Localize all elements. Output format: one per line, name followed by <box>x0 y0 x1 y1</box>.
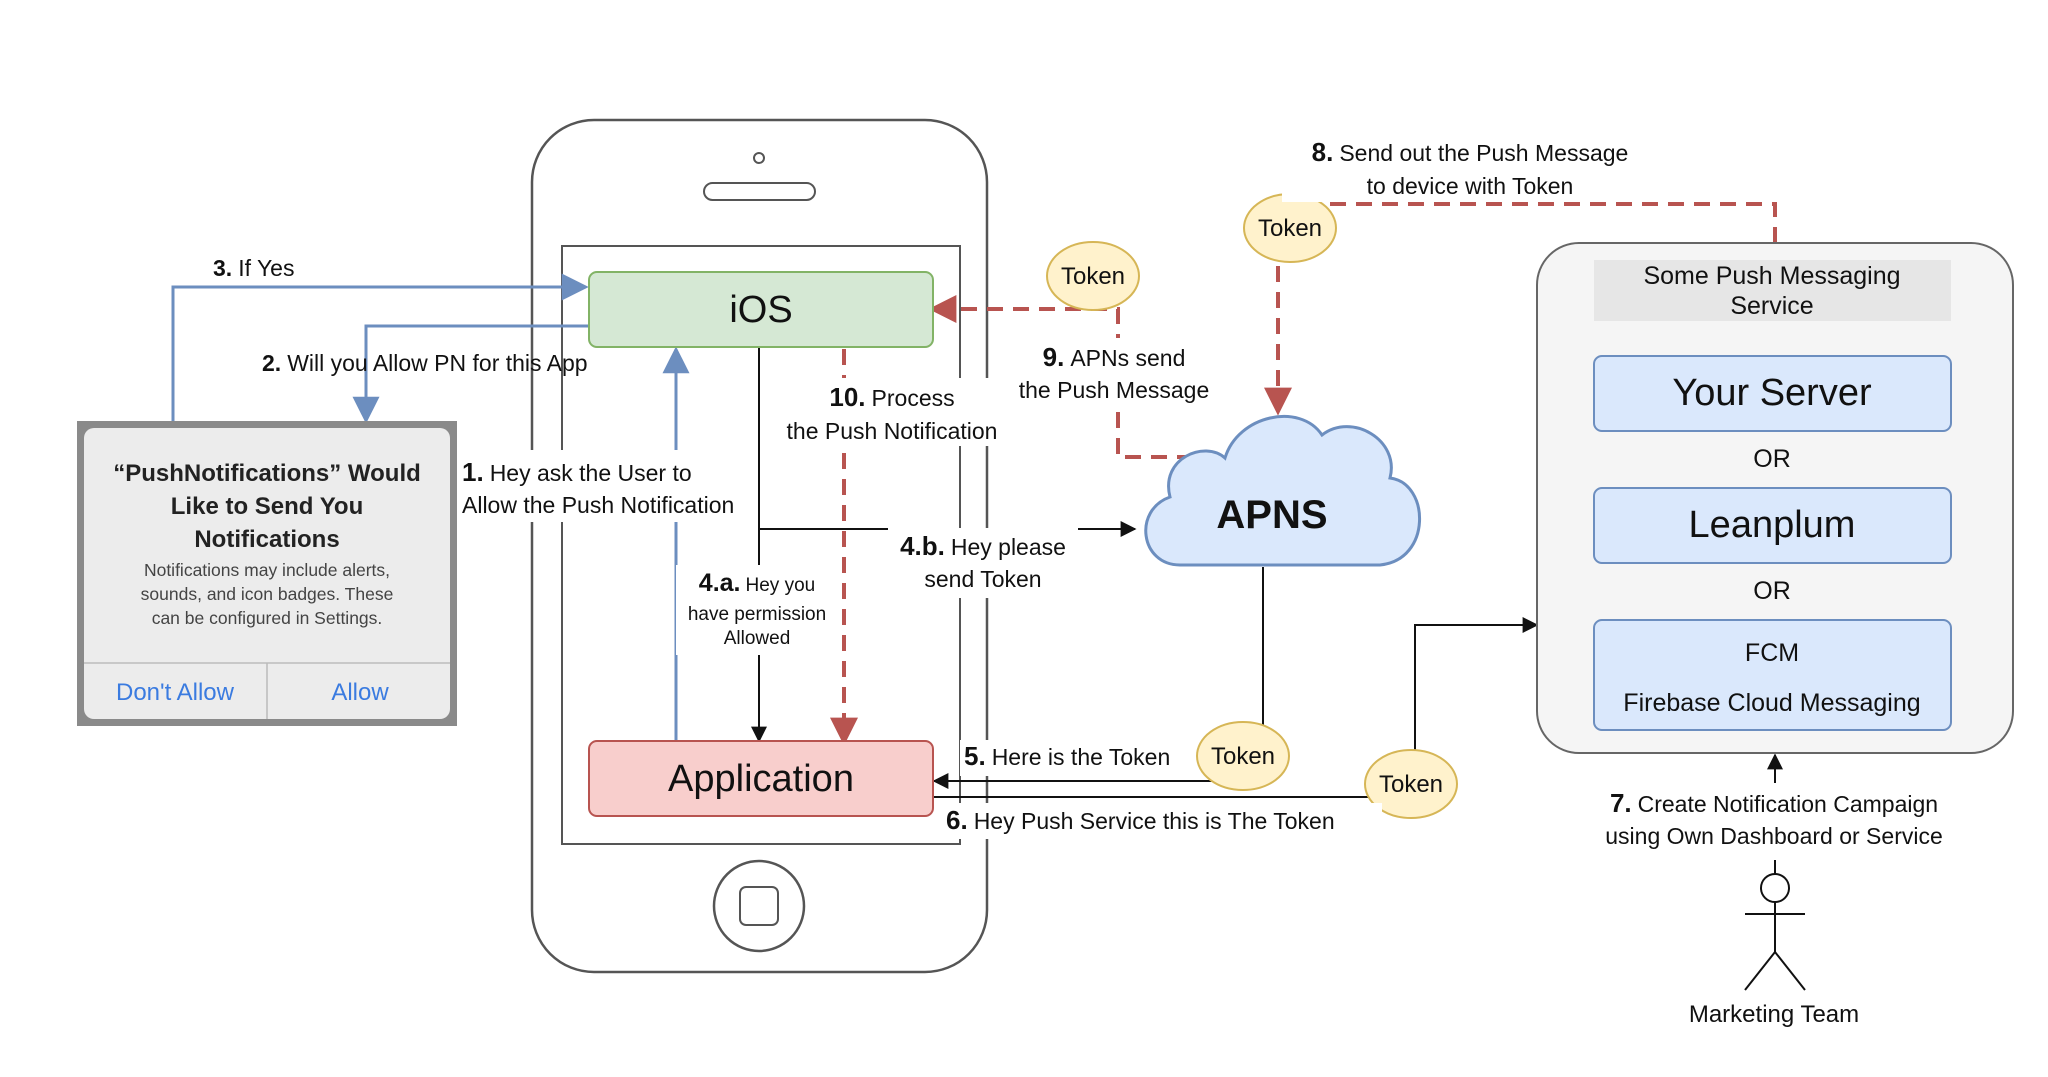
edge-6-send-token <box>934 617 1539 798</box>
svg-text:9.APNs send: 9.APNs send <box>1043 342 1186 372</box>
svg-text:8.Send out the Push Message: 8.Send out the Push Message <box>1312 137 1629 167</box>
push-service-container: Some Push Messaging Service Your Server … <box>1536 242 2014 754</box>
service-header-line1: Some Push Messaging <box>1643 262 1900 290</box>
alert-body-line3: can be configured in Settings. <box>152 608 383 628</box>
step-7-label: 7.Create Notification Campaign using Own… <box>1570 784 1978 854</box>
fcm-box[interactable]: FCM Firebase Cloud Messaging <box>1593 619 1952 731</box>
service-header-line2: Service <box>1730 292 1813 320</box>
edge-2-ask-allow <box>352 324 590 424</box>
ios-node[interactable]: iOS <box>588 271 934 348</box>
permission-alert-dialog: “PushNotifications” Would Like to Send Y… <box>77 421 457 726</box>
svg-text:the Push Notification: the Push Notification <box>787 418 998 444</box>
token-label: Token <box>1258 215 1322 242</box>
svg-text:the Push Message: the Push Message <box>1019 377 1210 403</box>
step-3-label: 3.If Yes <box>213 255 294 281</box>
fcm-fullname: Firebase Cloud Messaging <box>1623 689 1920 717</box>
phone-camera <box>753 152 765 164</box>
alert-body-line1: Notifications may include alerts, <box>144 560 390 580</box>
service-header-bg <box>1594 260 1951 321</box>
svg-text:using Own Dashboard or Service: using Own Dashboard or Service <box>1605 823 1943 849</box>
home-button-square <box>739 886 779 926</box>
token-badge-ios: Token <box>1046 241 1140 311</box>
step-6-label: 6.Hey Push Service this is The Token <box>942 803 1382 839</box>
token-label: Token <box>1211 743 1275 770</box>
marketing-team-actor <box>1744 860 1806 991</box>
alert-title-line1: “PushNotifications” Would <box>113 460 421 487</box>
svg-text:4.b.Hey please: 4.b.Hey please <box>900 531 1066 561</box>
or-label-1: OR <box>1753 445 1791 473</box>
alert-allow-button[interactable]: Allow <box>331 679 389 706</box>
token-badge-apns: Token <box>1196 721 1290 791</box>
svg-text:Allowed: Allowed <box>724 628 791 649</box>
alert-title-line3: Notifications <box>194 526 339 553</box>
alert-body-line2: sounds, and icon badges. These <box>141 584 394 604</box>
leanplum-label: Leanplum <box>1689 504 1856 546</box>
step-4a-label: 4.a.Hey you have permission Allowed <box>676 565 836 655</box>
token-badge-service: Token <box>1243 193 1337 263</box>
svg-text:6.Hey Push Service this is The: 6.Hey Push Service this is The Token <box>946 805 1335 835</box>
apns-label: APNS <box>1216 493 1327 537</box>
or-label-2: OR <box>1753 577 1791 605</box>
svg-text:have permission: have permission <box>688 604 826 625</box>
svg-text:send Token: send Token <box>924 566 1041 592</box>
apns-cloud[interactable]: APNS <box>1144 414 1421 567</box>
leanplum-box[interactable]: Leanplum <box>1593 487 1952 564</box>
step-5-label: 5.Here is the Token <box>960 740 1192 776</box>
phone-speaker <box>703 182 816 201</box>
svg-text:5.Here is the Token: 5.Here is the Token <box>964 741 1170 771</box>
your-server-label: Your Server <box>1672 372 1872 414</box>
your-server-box[interactable]: Your Server <box>1593 355 1952 432</box>
application-node[interactable]: Application <box>588 740 934 817</box>
ios-label: iOS <box>729 289 792 331</box>
token-label: Token <box>1061 263 1125 290</box>
svg-text:7.Create Notification Campaign: 7.Create Notification Campaign <box>1610 788 1938 818</box>
home-button[interactable] <box>712 859 806 953</box>
step-4b-label: 4.b.Hey please send Token <box>888 528 1078 598</box>
step-8-label: 8.Send out the Push Message to device wi… <box>1282 132 1660 202</box>
svg-text:Allow the Push Notification: Allow the Push Notification <box>462 492 734 518</box>
svg-text:to device with Token: to device with Token <box>1367 173 1574 199</box>
edge-9-apns-send <box>928 295 1193 459</box>
svg-text:1.Hey ask the User to: 1.Hey ask the User to <box>462 457 692 487</box>
token-label: Token <box>1379 771 1443 798</box>
alert-dont-allow-button[interactable]: Don't Allow <box>116 679 235 706</box>
step-9-label: 9.APNs send the Push Message <box>1010 338 1226 408</box>
application-label: Application <box>668 758 854 800</box>
marketing-team-label: Marketing Team <box>1689 1001 1859 1028</box>
svg-text:4.a.Hey you: 4.a.Hey you <box>699 569 815 597</box>
step-1-label: 1.Hey ask the User to Allow the Push Not… <box>458 450 754 522</box>
fcm-label: FCM <box>1745 639 1799 667</box>
step-10-label: 10.Process the Push Notification <box>778 378 1010 446</box>
edge-8-send-push <box>1264 202 1777 416</box>
edge-3-if-yes <box>171 273 589 422</box>
step-2-label: 2.Will you Allow PN for this App <box>262 350 588 376</box>
token-badge-app: Token <box>1364 749 1458 819</box>
alert-title-line2: Like to Send You <box>171 493 363 520</box>
svg-text:10.Process: 10.Process <box>829 382 954 412</box>
